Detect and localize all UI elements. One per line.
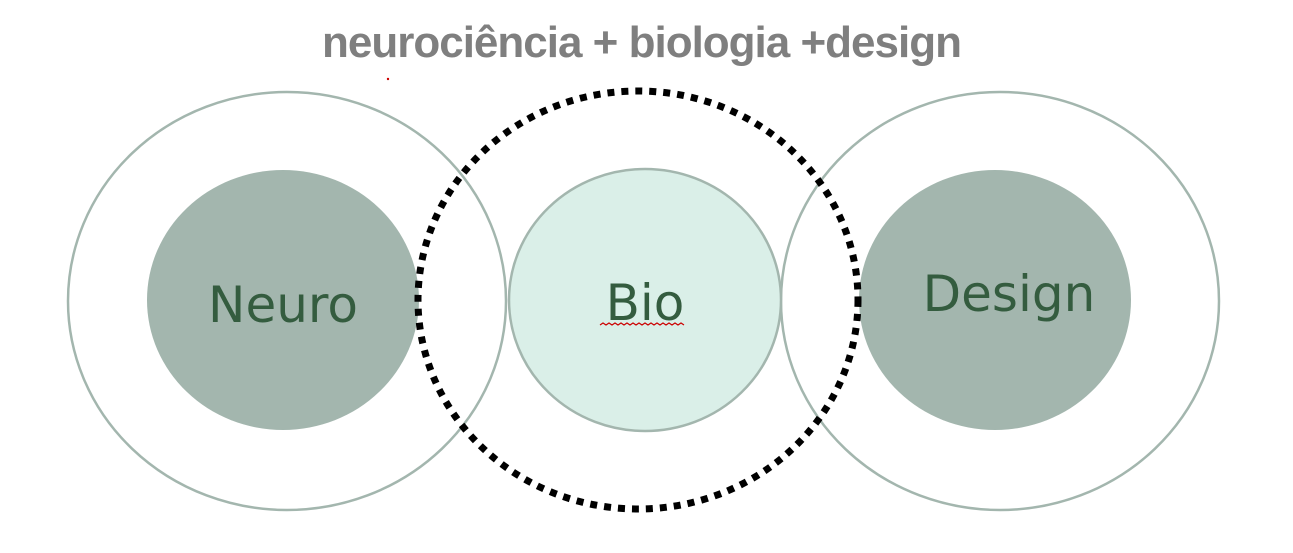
design-label: Design bbox=[923, 265, 1096, 323]
marker-dot bbox=[386, 77, 390, 81]
bio-dotted-ring bbox=[414, 87, 862, 513]
neuro-circle bbox=[147, 170, 419, 430]
neuro-outer-ring bbox=[66, 90, 508, 512]
bio-circle bbox=[507, 167, 783, 433]
neuro-label: Neuro bbox=[208, 276, 358, 334]
diagram-title: neurociência + biologia +design bbox=[322, 18, 962, 67]
design-circle bbox=[859, 170, 1131, 430]
spellcheck-underline bbox=[599, 322, 685, 326]
